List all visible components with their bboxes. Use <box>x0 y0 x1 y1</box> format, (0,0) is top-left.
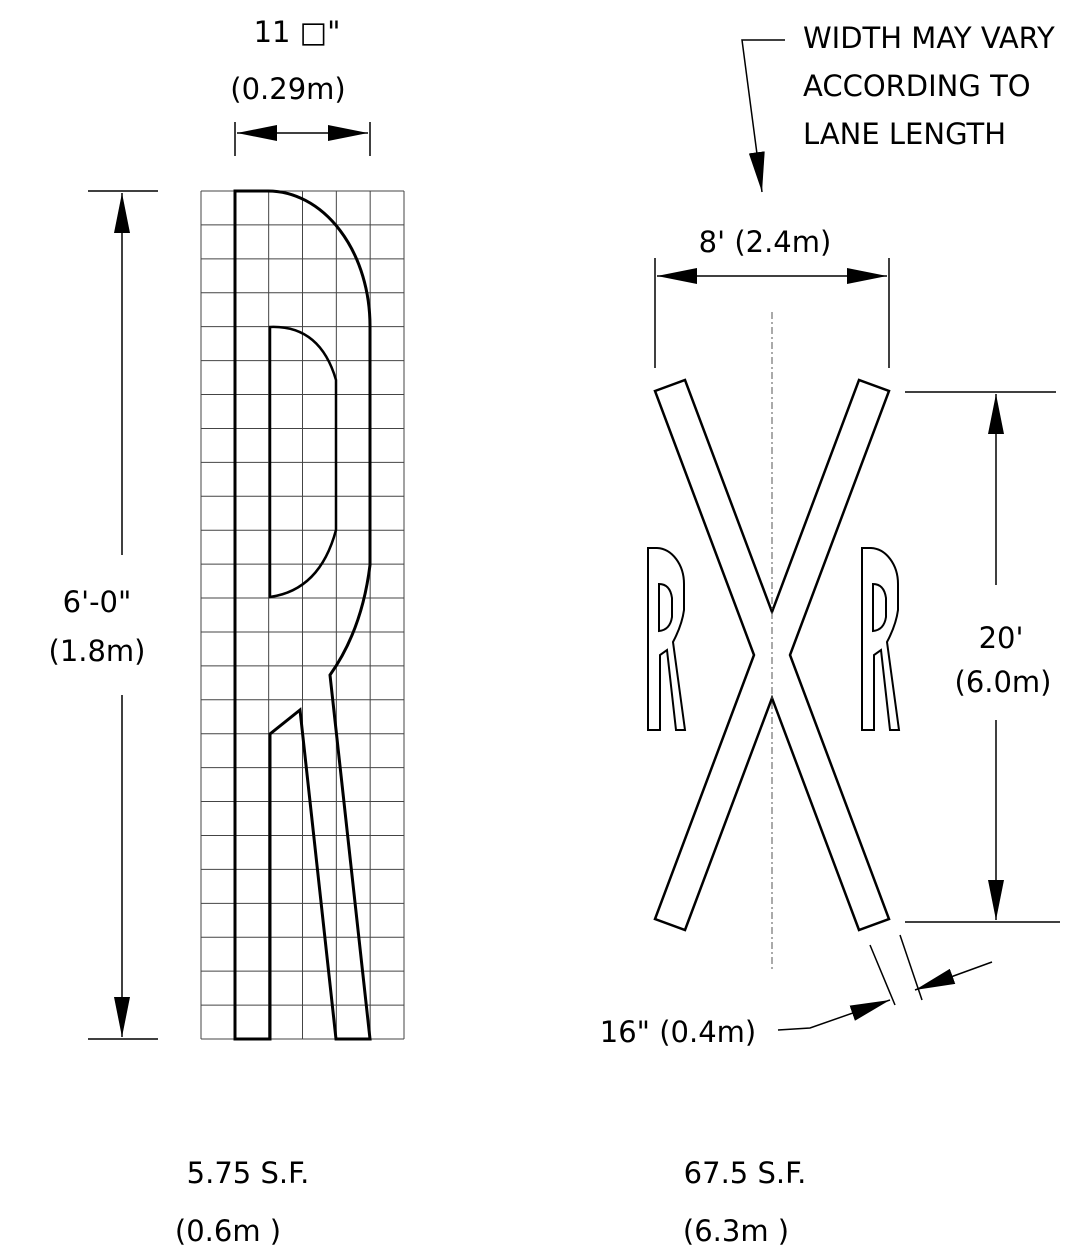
letter-r-outline <box>233 189 372 1041</box>
letter-area-metric-label: (0.6m ) <box>174 1214 282 1248</box>
width-note-line-3: LANE LENGTH <box>803 117 1007 151</box>
width-note-leader <box>741 39 785 193</box>
x-length-imperial-label: 20' <box>978 621 1024 655</box>
width-note-line-1: WIDTH MAY VARY <box>803 21 1055 55</box>
stroke-width-dimension <box>777 934 993 1031</box>
letter-area-imperial-label: 5.75 S.F. <box>186 1156 310 1190</box>
x-length-metric-label: (6.0m) <box>954 665 1052 699</box>
letter-height-metric-label: (1.8m) <box>48 634 146 668</box>
stroke-width-label: 16" (0.4m) <box>599 1015 757 1049</box>
x-width-dimension <box>654 258 890 368</box>
letter-width-dimension <box>234 122 371 156</box>
small-letter-r-left <box>647 547 687 731</box>
width-note-line-2: ACCORDING TO <box>803 69 1031 103</box>
letter-grid <box>200 190 405 1040</box>
x-area-metric-label: (6.3m ) <box>682 1214 790 1248</box>
letter-height-dimension <box>88 190 158 1040</box>
letter-width-metric-label: (0.29m) <box>230 72 346 106</box>
letter-height-imperial-label: 6'-0" <box>62 585 132 619</box>
x-width-label: 8' (2.4m) <box>698 225 832 259</box>
x-length-dimension <box>905 391 1060 923</box>
small-letter-r-right <box>861 547 901 731</box>
letter-r-bowl-counter <box>268 325 338 599</box>
x-area-imperial-label: 67.5 S.F. <box>683 1156 807 1190</box>
letter-width-imperial-label: 11 □" <box>253 15 341 49</box>
